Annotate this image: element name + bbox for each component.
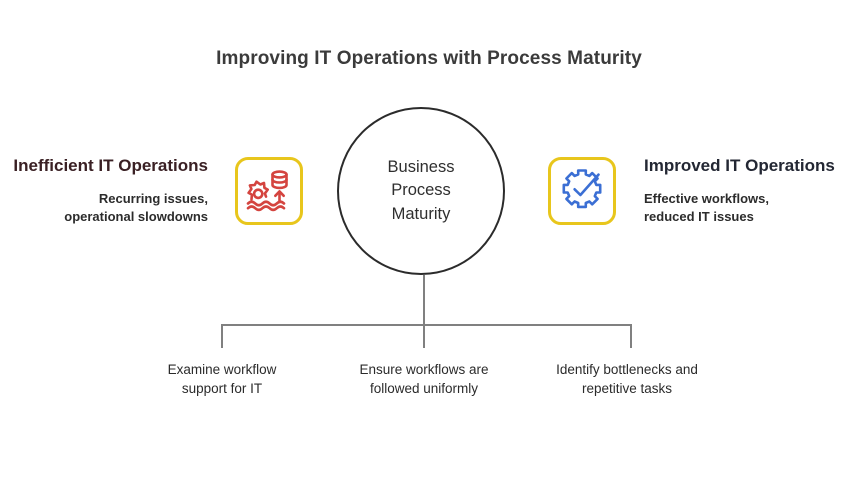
connector-horizontal-bar: [221, 324, 632, 326]
right-side-block: Improved IT Operations Effective workflo…: [644, 154, 844, 226]
right-icon-frame: [548, 157, 616, 225]
right-heading-line-1: Improved IT: [644, 156, 741, 175]
bottom-label-1-line-2: support for IT: [181, 381, 263, 396]
bottom-label-2-line-2: followed uniformly: [369, 381, 479, 396]
bottom-label-2-line-1: Ensure workflows are: [359, 362, 489, 377]
connector-drop-right: [630, 324, 632, 348]
connector-drop-left: [221, 324, 223, 348]
left-icon-frame: [235, 157, 303, 225]
left-subtitle: Recurring issues, operational slowdowns: [8, 190, 208, 226]
bottom-label-3-line-2: repetitive tasks: [581, 381, 673, 396]
right-heading-line-2: Operations: [745, 156, 835, 175]
center-circle-label: Business Process Maturity: [388, 156, 455, 227]
bottom-label-1: Examine workflow support for IT: [117, 360, 327, 398]
left-heading: Inefficient IT Operations: [8, 154, 208, 178]
left-subtitle-line-2: operational slowdowns: [64, 209, 208, 224]
center-line-2: Process: [391, 181, 451, 200]
left-subtitle-line-1: Recurring issues,: [98, 191, 208, 206]
center-line-3: Maturity: [391, 204, 451, 223]
bottom-label-3: Identify bottlenecks and repetitive task…: [522, 360, 732, 398]
bottom-label-3-line-1: Identify bottlenecks and: [556, 362, 698, 377]
connector-stem: [423, 275, 425, 325]
left-side-block: Inefficient IT Operations Recurring issu…: [8, 154, 208, 226]
right-subtitle: Effective workflows, reduced IT issues: [644, 190, 844, 226]
page-title: Improving IT Operations with Process Mat…: [216, 48, 642, 69]
gear-with-checkmark-icon: [558, 165, 606, 218]
bottom-label-2: Ensure workflows are followed uniformly: [319, 360, 529, 398]
connector-drop-middle: [423, 324, 425, 348]
right-heading: Improved IT Operations: [644, 154, 844, 178]
center-line-1: Business: [387, 157, 455, 176]
left-heading-line-2: Operations: [118, 156, 208, 175]
right-subtitle-line-2: reduced IT issues: [644, 209, 754, 224]
gear-sinking-in-waves-with-database-icon: [245, 165, 293, 218]
right-subtitle-line-1: Effective workflows,: [644, 191, 769, 206]
center-circle: Business Process Maturity: [337, 107, 505, 275]
bottom-label-1-line-1: Examine workflow: [167, 362, 277, 377]
left-heading-line-1: Inefficient IT: [13, 156, 114, 175]
